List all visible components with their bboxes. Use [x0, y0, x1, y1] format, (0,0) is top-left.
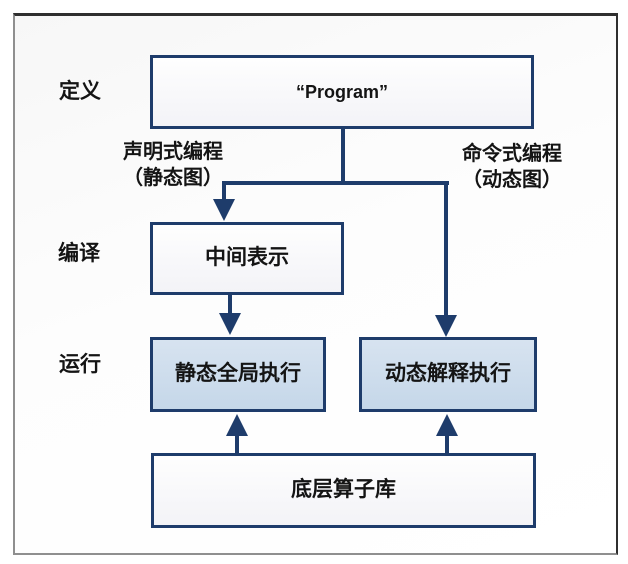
- node-label: “Program”: [295, 81, 389, 102]
- node-static-global-execution: 静态全局执行: [150, 337, 326, 412]
- connector-branch-horizontal: [222, 181, 449, 185]
- row-label-run: 运行: [59, 353, 101, 376]
- connector-program-to-branch: [341, 128, 345, 184]
- node-label: 底层算子库: [291, 478, 396, 502]
- row-label-define: 定义: [59, 80, 101, 103]
- node-operator-library: 底层算子库: [151, 453, 536, 528]
- node-program: “Program”: [150, 55, 534, 129]
- node-label: 中间表示: [205, 246, 289, 270]
- row-label-compile: 编译: [58, 242, 100, 265]
- node-label: 动态解释执行: [385, 362, 511, 386]
- connector-ir-to-static-execution: [228, 294, 232, 315]
- arrow-up-icon: [436, 414, 458, 436]
- connector-branch-to-dynamic-execution: [444, 181, 448, 317]
- connector-operator-library-to-static-execution: [235, 435, 239, 454]
- edge-label-line: （动态图）: [462, 169, 562, 191]
- connector-branch-to-ir: [222, 181, 226, 201]
- edge-label-imperative-programming: 命令式编程 （动态图）: [442, 141, 582, 193]
- edge-label-declarative-programming: 声明式编程 （静态图）: [104, 139, 242, 191]
- arrow-down-icon: [213, 199, 235, 221]
- node-dynamic-interpreted-execution: 动态解释执行: [359, 337, 537, 412]
- arrow-down-icon: [435, 315, 457, 337]
- edge-label-line: 声明式编程: [123, 141, 223, 163]
- node-label: 静态全局执行: [175, 362, 301, 386]
- connector-operator-library-to-dynamic-execution: [445, 435, 449, 454]
- edge-label-line: 命令式编程: [462, 143, 562, 165]
- arrow-down-icon: [219, 313, 241, 335]
- edge-label-line: （静态图）: [123, 167, 223, 189]
- arrow-up-icon: [226, 414, 248, 436]
- node-intermediate-representation: 中间表示: [150, 222, 344, 295]
